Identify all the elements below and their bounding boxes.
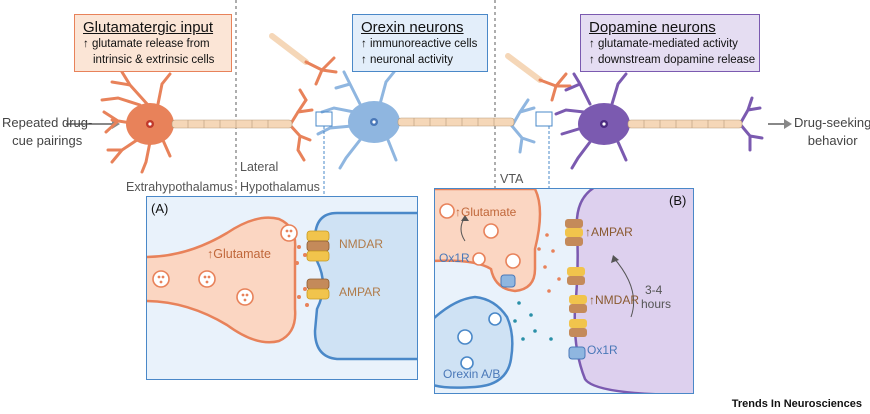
- panel-b-hours-1: 3-4: [645, 283, 663, 297]
- panel-a-nmdar-label: NMDAR: [339, 237, 383, 251]
- panel-b-glutamate-label: ↑Glutamate: [455, 205, 517, 219]
- region-vta: VTA: [500, 172, 524, 186]
- panel-b-orexin-label: Orexin A/B: [443, 367, 501, 381]
- input-stimulus-line-2: cue pairings: [12, 133, 83, 148]
- region-extrahypothalamus: Extrahypothalamus: [126, 180, 234, 194]
- region-lateral: Lateral: [240, 160, 279, 174]
- panel-b-ampar-label: ↑AMPAR: [585, 225, 633, 239]
- orexin-neuron: [316, 70, 536, 170]
- glutamatergic-line-2: intrinsic & extrinsic cells: [93, 54, 215, 66]
- orexin-line-1: ↑ immunoreactive cells: [361, 38, 478, 50]
- panel-b-synapse: [435, 189, 693, 393]
- orexin-neurons-box: Orexin neurons ↑ immunoreactive cells ↑ …: [352, 14, 488, 72]
- panel-b-hours-2: hours: [641, 297, 672, 311]
- panel-a-synapse: [147, 211, 417, 361]
- glutamatergic-input-box: Glutamatergic input ↑ glutamate release …: [74, 14, 232, 72]
- panel-a: (A) ↑Glutamate NMDAR AMPAR: [146, 196, 418, 380]
- dopamine-neuron: [554, 72, 764, 170]
- input-stimulus-line-1: Repeated drug-: [2, 115, 93, 130]
- panel-b-ox1r-bottom-label: Ox1R: [587, 343, 618, 357]
- orexin-line-2: ↑ neuronal activity: [361, 54, 454, 66]
- panel-a-ampar-label: AMPAR: [339, 285, 381, 299]
- panel-a-glutamate-label: ↑Glutamate: [207, 247, 271, 261]
- dopamine-line-1: ↑ glutamate-mediated activity: [589, 38, 738, 50]
- output-behavior-line-2: behavior: [807, 133, 858, 148]
- journal-footer: Trends In Neurosciences: [731, 398, 862, 410]
- orexin-neurons-title: Orexin neurons: [361, 19, 464, 36]
- output-behavior-line-1: Drug-seeking: [794, 115, 870, 130]
- panel-b-label: (B): [669, 193, 687, 208]
- glutamatergic-neuron: [100, 70, 314, 174]
- glutamatergic-input-title: Glutamatergic input: [83, 19, 214, 36]
- dopamine-line-2: ↑ downstream dopamine release: [589, 54, 756, 66]
- glutamatergic-line-1: ↑ glutamate release from: [83, 38, 210, 50]
- panel-a-label: (A): [151, 201, 169, 216]
- dopamine-neurons-title: Dopamine neurons: [589, 19, 716, 36]
- output-behavior-label: Drug-seeking behavior: [794, 114, 870, 150]
- dopamine-neurons-box: Dopamine neurons ↑ glutamate-mediated ac…: [580, 14, 760, 72]
- panel-b: (B) ↑Glutamate Ox1R ↑AMPAR ↑NMDAR 3-4 ho…: [434, 188, 694, 394]
- input-stimulus-label: Repeated drug- cue pairings: [2, 114, 92, 150]
- region-hypothalamus: Hypothalamus: [240, 180, 320, 194]
- panel-b-nmdar-label: ↑NMDAR: [589, 293, 639, 307]
- panel-b-ox1r-top-label: Ox1R: [439, 251, 470, 265]
